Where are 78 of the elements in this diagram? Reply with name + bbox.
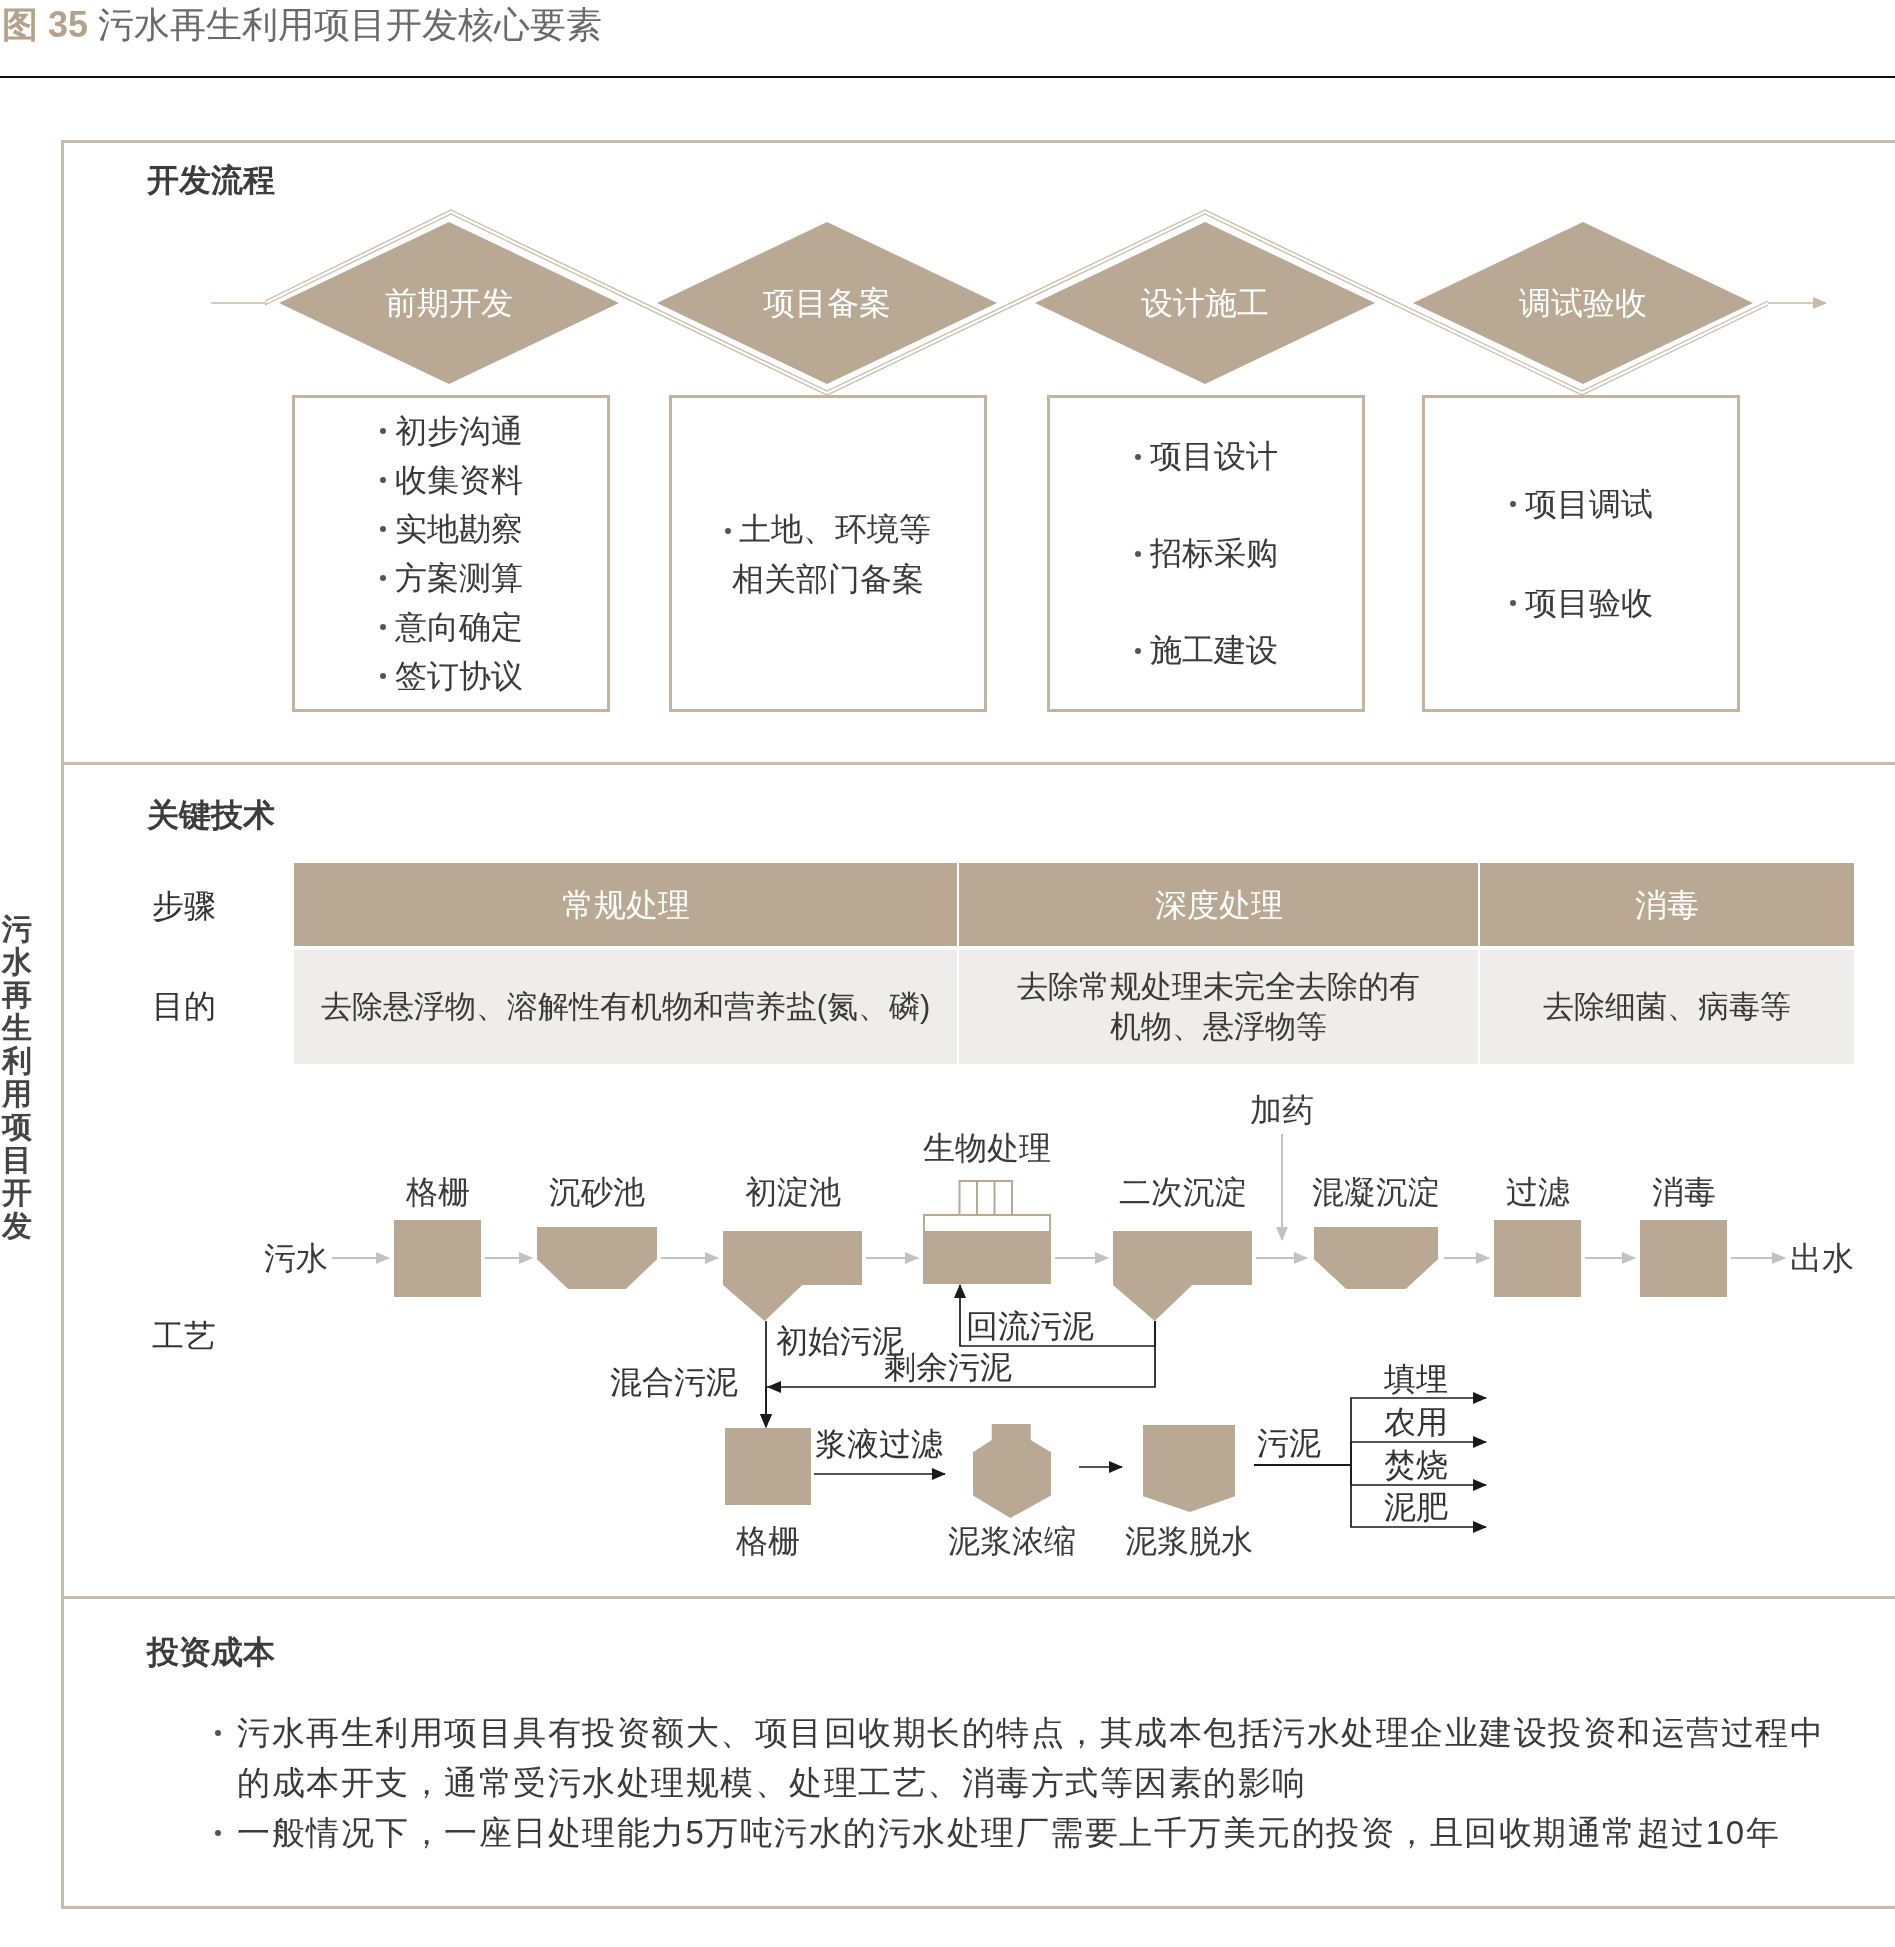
- arrow: [660, 1252, 719, 1264]
- detail-panel: [292, 395, 610, 712]
- bullet-item: 土地、环境等相关部门备案: [732, 510, 931, 597]
- section-heading: 关键技术: [147, 796, 275, 835]
- arrow: [1253, 1464, 1487, 1533]
- unit-label: 泥浆浓缩: [948, 1522, 1076, 1561]
- figure-title: 图 35 污水再生利用项目开发核心要素: [2, 3, 603, 47]
- table-cell: 去除细菌、病毒等: [1480, 950, 1854, 1064]
- stage-label: 前期开发: [385, 284, 513, 323]
- edge-label: 填埋: [1384, 1363, 1448, 1395]
- flow-label: 加药: [1250, 1090, 1314, 1130]
- arrow: [1443, 1252, 1490, 1264]
- arrow: [1276, 1133, 1288, 1241]
- table-cell: 去除常规处理未完全去除的有机物、悬浮物等: [959, 950, 1478, 1064]
- header-cell: 深度处理: [959, 863, 1478, 946]
- arrow: [1730, 1252, 1786, 1264]
- edge-label: 回流污泥: [966, 1310, 1094, 1342]
- unit-label: 沉砂池: [549, 1173, 645, 1212]
- edge-label: 浆液过滤: [815, 1428, 943, 1460]
- arrow: [331, 1252, 390, 1264]
- arrow: [954, 1284, 1156, 1347]
- bullet-item: 施工建设: [1149, 631, 1278, 670]
- bullet-item: 收集资料: [394, 460, 523, 500]
- detail-panel: [669, 395, 987, 712]
- section-heading: 开发流程: [147, 161, 275, 200]
- arrow: [1255, 1252, 1308, 1264]
- bullet-item: 招标采购: [1149, 534, 1278, 573]
- row-label: 步骤: [152, 887, 216, 926]
- connector-line: [210, 302, 268, 304]
- bullet-item: 项目验收: [1524, 583, 1653, 623]
- bullet-paragraph: 污水再生利用项目具有投资额大、项目回收期长的特点，其成本包括污水处理企业建设投资和运营过程中的成本开支，通常受污水处理规模、处理工艺、消毒方式等因素的影响: [237, 1713, 1825, 1803]
- unit-label: 混凝沉淀: [1312, 1173, 1440, 1212]
- bullet-item: 实地勘察: [394, 509, 523, 549]
- detail-panel: [1047, 395, 1365, 712]
- arrow: [1078, 1461, 1123, 1473]
- arrow: [865, 1252, 919, 1264]
- bullet-item: 签订协议: [394, 656, 523, 696]
- arrow: [1584, 1252, 1636, 1264]
- header-cell: 常规处理: [294, 863, 957, 946]
- line-label: 污泥: [1257, 1427, 1321, 1459]
- edge-label: 泥肥: [1384, 1491, 1448, 1523]
- section-heading: 投资成本: [147, 1633, 275, 1672]
- bullet-item: 项目设计: [1149, 437, 1278, 476]
- arrow: [813, 1468, 946, 1480]
- unit-label: 格栅: [736, 1522, 800, 1561]
- bullet-paragraph: 一般情况下，一座日处理能力5万吨污水的污水处理厂需要上千万美元的投资，且回收期通常超过10年: [237, 1813, 1782, 1853]
- unit-label: 生物处理: [923, 1129, 1051, 1168]
- header-cell: 消毒: [1480, 863, 1854, 946]
- arrow: [1054, 1252, 1109, 1264]
- side-title: 污水再生利用项目开发: [2, 912, 32, 1242]
- unit-label: 过滤: [1505, 1173, 1570, 1212]
- stage-label: 设计施工: [1141, 284, 1269, 323]
- arrow: [1767, 297, 1827, 309]
- line-label: 混合污泥: [610, 1366, 738, 1398]
- bullet-item: 方案测算: [394, 558, 523, 598]
- flow-label: 出水: [1790, 1238, 1854, 1278]
- detail-panel: [1422, 395, 1740, 712]
- section-panel: [61, 762, 1895, 1596]
- arrow: [760, 1320, 1156, 1428]
- flow-label: 污水: [264, 1238, 328, 1278]
- section-panel: [61, 1596, 1895, 1909]
- unit-label: 格栅: [405, 1173, 470, 1212]
- section-panel: [61, 140, 1895, 762]
- unit-label: 消毒: [1651, 1173, 1716, 1212]
- bullet-item: 初步沟通: [394, 411, 523, 451]
- stage-label: 调试验收: [1519, 284, 1647, 323]
- row-label: 工艺: [152, 1317, 216, 1356]
- table-cell: 去除悬浮物、溶解性有机物和营养盐(氮、磷): [294, 950, 957, 1064]
- bullet-item: 意向确定: [394, 607, 523, 647]
- edge-label: 农用: [1384, 1406, 1448, 1438]
- edge-label: 焚烧: [1384, 1449, 1448, 1481]
- stage-label: 项目备案: [763, 284, 891, 323]
- unit-label: 二次沉淀: [1118, 1173, 1247, 1212]
- unit-label: 泥浆脱水: [1125, 1522, 1253, 1561]
- arrow: [484, 1252, 533, 1264]
- bullet-item: 项目调试: [1524, 484, 1653, 524]
- row-label: 目的: [152, 987, 216, 1026]
- unit-label: 初淀池: [744, 1173, 841, 1212]
